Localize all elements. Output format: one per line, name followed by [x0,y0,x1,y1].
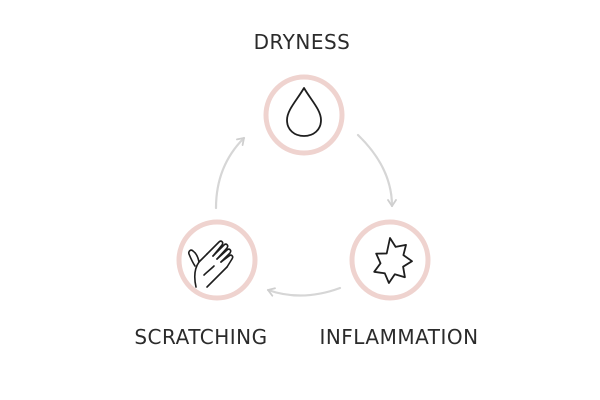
arrow-scratching-to-dryness [214,136,246,210]
label-dryness: DRYNESS [253,30,351,54]
node-dryness [263,74,345,156]
burst-star-icon [373,237,413,284]
node-scratching-ring [176,219,258,301]
node-dryness-ring [263,74,345,156]
arrow-inflammation-to-scratching [266,286,342,297]
water-drop-icon [286,87,322,137]
node-scratching [176,219,258,301]
node-inflammation-ring [349,219,431,301]
label-inflammation: INFLAMMATION [319,325,479,349]
label-scratching: SCRATCHING [134,325,268,349]
arrow-dryness-to-inflammation [356,133,397,208]
node-inflammation [349,219,431,301]
hand-icon [188,240,234,288]
